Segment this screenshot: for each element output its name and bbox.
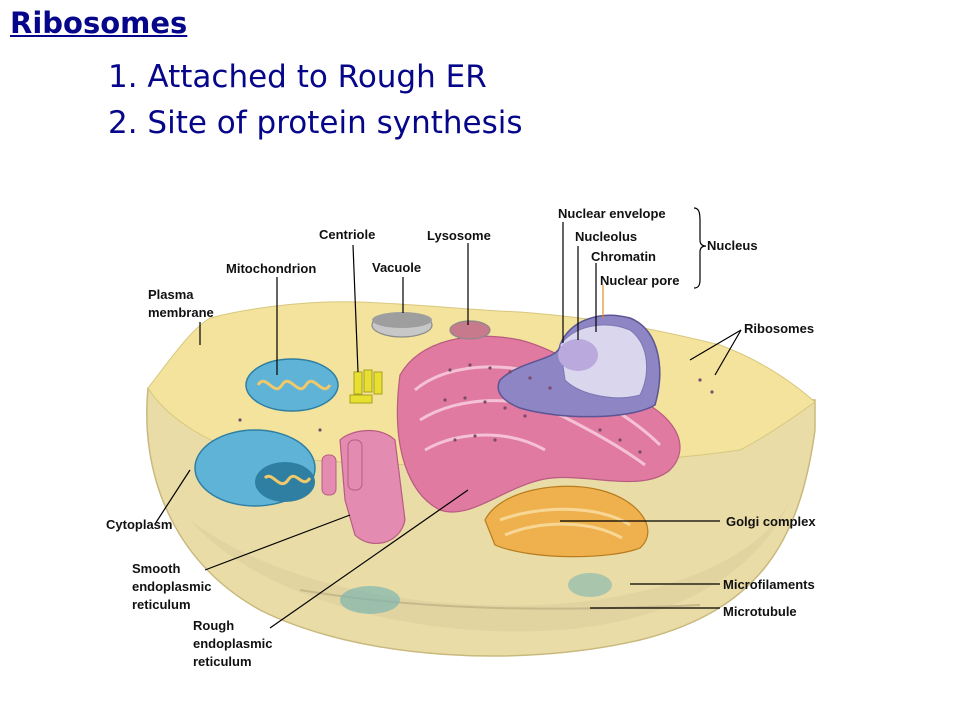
vesicle-blue-2 <box>568 573 612 597</box>
lysosome-shape <box>449 320 491 340</box>
label-rough-er: Rough endoplasmic reticulum <box>193 618 273 669</box>
label-golgi-complex: Golgi complex <box>726 514 816 529</box>
label-cytoplasm: Cytoplasm <box>106 517 173 532</box>
slide-bullets: 1. Attached to Rough ER 2. Site of prote… <box>108 54 523 146</box>
label-nuclear-pore: Nuclear pore <box>600 273 680 288</box>
label-nucleolus: Nucleolus <box>575 229 638 244</box>
label-mitochondrion: Mitochondrion <box>226 261 317 276</box>
vacuole-top <box>372 312 432 328</box>
leader-lines <box>154 207 742 629</box>
mitochondrion-lower-cristae <box>263 474 312 486</box>
bullet-protein-synthesis: 2. Site of protein synthesis <box>108 105 523 141</box>
label-nucleus: Nucleus <box>707 238 758 253</box>
golgi-fold-2 <box>504 522 623 540</box>
bullet-attached-rough-er: 1. Attached to Rough ER <box>108 59 487 95</box>
slide-title: Ribosomes <box>10 6 188 40</box>
smooth-er-tube-1 <box>321 454 337 496</box>
label-ribosomes: Ribosomes <box>744 321 815 336</box>
label-microtubule: Microtubule <box>723 604 797 619</box>
label-lysosome: Lysosome <box>427 228 491 243</box>
label-plasma-membrane: Plasma membrane <box>148 287 214 320</box>
mitochondrion-cristae <box>256 379 332 391</box>
smooth-er-tube-2 <box>347 439 363 491</box>
label-vacuole: Vacuole <box>372 260 422 275</box>
label-nuclear-envelope: Nuclear envelope <box>558 206 666 221</box>
cell-shadow <box>190 500 790 632</box>
label-smooth-er: Smooth endoplasmic reticulum <box>132 561 212 612</box>
vesicle-blue <box>340 586 400 614</box>
rough-er-fold-3 <box>424 433 546 452</box>
label-chromatin: Chromatin <box>591 249 656 264</box>
label-microfilaments: Microfilaments <box>723 577 815 592</box>
label-centriole: Centriole <box>319 227 376 242</box>
ribosome-dots <box>238 363 714 454</box>
centriole-shape <box>349 369 383 404</box>
nucleolus-shape <box>558 339 598 371</box>
golgi-fold-1 <box>499 507 631 527</box>
